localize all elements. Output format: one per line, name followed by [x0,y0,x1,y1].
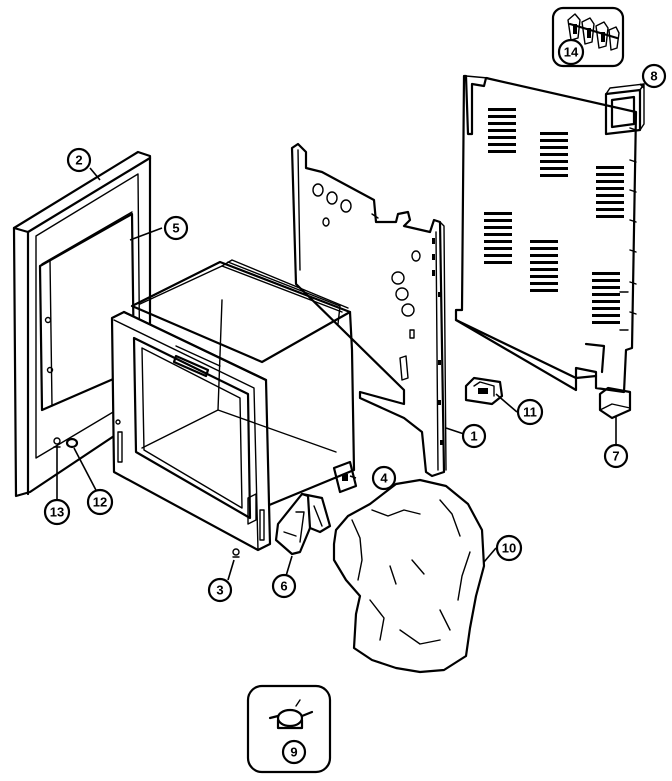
callout-12: 12 [86,488,114,516]
callout-1: 1 [461,423,487,449]
callout-7: 7 [603,443,629,469]
svg-text:3: 3 [216,583,223,598]
rear-panel [454,74,638,394]
callout-14: 14 [557,38,585,66]
callout-10: 10 [495,534,523,562]
part-4-bracket [332,460,358,494]
callout-11: 11 [516,398,544,426]
callout-5: 5 [163,215,189,241]
part-3-screw [232,548,240,558]
oven-cavity [110,259,356,552]
svg-text:1: 1 [470,429,477,444]
louver-group [484,108,624,324]
part-12-clip [65,437,79,449]
part-6-hinge [274,492,332,556]
part-1-side-panel [290,142,447,478]
svg-text:6: 6 [280,579,287,594]
part-11-bracket [464,376,504,406]
svg-text:8: 8 [650,69,657,84]
callout-8: 8 [641,63,667,89]
svg-text:4: 4 [380,471,388,486]
svg-text:14: 14 [564,45,579,60]
callout-4: 4 [371,465,397,491]
svg-text:5: 5 [172,221,179,236]
svg-text:10: 10 [502,541,516,556]
part-9-inset-box [246,684,332,774]
leader-lines [56,83,645,581]
svg-text:2: 2 [75,153,82,168]
svg-text:13: 13 [50,505,64,520]
svg-text:7: 7 [612,449,619,464]
part-14-inset-box [551,6,625,68]
callout-2: 2 [66,147,92,173]
callout-6: 6 [271,573,297,599]
callout-13: 13 [43,498,71,526]
callout-3: 3 [207,577,233,603]
part-7-bracket [598,386,632,420]
svg-text:12: 12 [93,495,107,510]
svg-text:11: 11 [523,405,537,420]
part-10-insulation [332,478,486,674]
callout-9: 9 [281,739,307,765]
svg-text:9: 9 [290,745,297,760]
